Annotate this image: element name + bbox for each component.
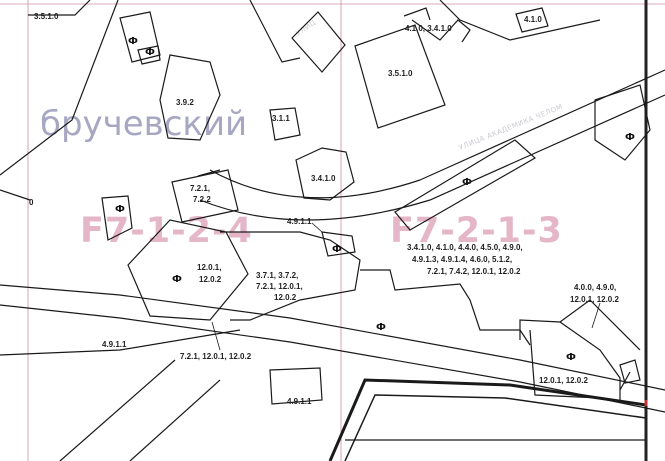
plot-label: 12.0.1, 12.0.2 [570,295,619,304]
plot-label: 4.9.1.1 [102,340,127,349]
phi-symbol: Ф [566,352,576,363]
zone-label-left: F7-1-2-4 [80,211,253,251]
plot-label: 12.0.1, [197,263,221,272]
plot-label: 3.4.1.0 [311,174,336,183]
plot-label: 4.9.1.1 [287,397,312,406]
plot-labels: 3.5.1.0 4.1.0, 3.4.1.0 4.1.0 3.5.1.0 3.9… [29,12,619,406]
phi-symbol: Ф [115,204,125,215]
plot-label: 3.5.1.0 [388,69,413,78]
plot-label: 0 [29,198,34,207]
plot-label: 4.1.0, 3.4.1.0 [405,24,452,33]
phi-symbol: Ф [462,177,472,188]
leader-lines [211,222,601,351]
phi-symbol: Ф [332,244,342,255]
plot-label: 4.1.0 [524,15,542,24]
zone-label-right: F7-2-1-3 [390,211,563,251]
street-label: УЛИЦА АКАДЕМИКА ЧЕЛОМ [458,103,564,152]
street-label-fragment: УЛИЦ [295,18,318,37]
phi-symbol: Ф [172,274,182,285]
phi-symbol: Ф [376,322,386,333]
plot-label: 4.9.1.1 [287,217,312,226]
plot-label: 3.1.1 [272,114,290,123]
phi-symbol: Ф [625,132,635,143]
plot-label: 7.2.1, 12.0.1, [256,282,303,291]
plot-label: 3.5.1.0 [34,12,59,21]
plot-label: 7.2.1, 12.0.1, 12.0.2 [180,352,252,361]
plot-label: 7.2.1, 7.4.2, 12.0.1, 12.0.2 [427,267,521,276]
plot-label: 4.0.0, 4.9.0, [574,283,616,292]
plot-label: 3.4.1.0, 4.1.0, 4.4.0, 4.5.0, 4.9.0, [407,243,523,252]
plot-label: 12.0.2 [199,275,222,284]
plot-label: 7.2.1, [190,184,210,193]
plot-label: 7.2.2 [193,195,211,204]
phi-symbol: Ф [128,36,138,47]
plot-label: 3.7.1, 3.7.2, [256,271,298,280]
plot-label: 3.9.2 [176,98,194,107]
plot-label: 12.0.1, 12.0.2 [539,376,588,385]
phi-symbols: Ф Ф Ф Ф Ф Ф Ф Ф Ф [115,36,635,363]
phi-symbol: Ф [145,47,155,58]
district-label: бручевский [40,104,247,144]
plot-label: 12.0.2 [274,293,297,302]
plot-label: 4.9.1.3, 4.9.1.4, 4.6.0, 5.1.2, [412,255,512,264]
